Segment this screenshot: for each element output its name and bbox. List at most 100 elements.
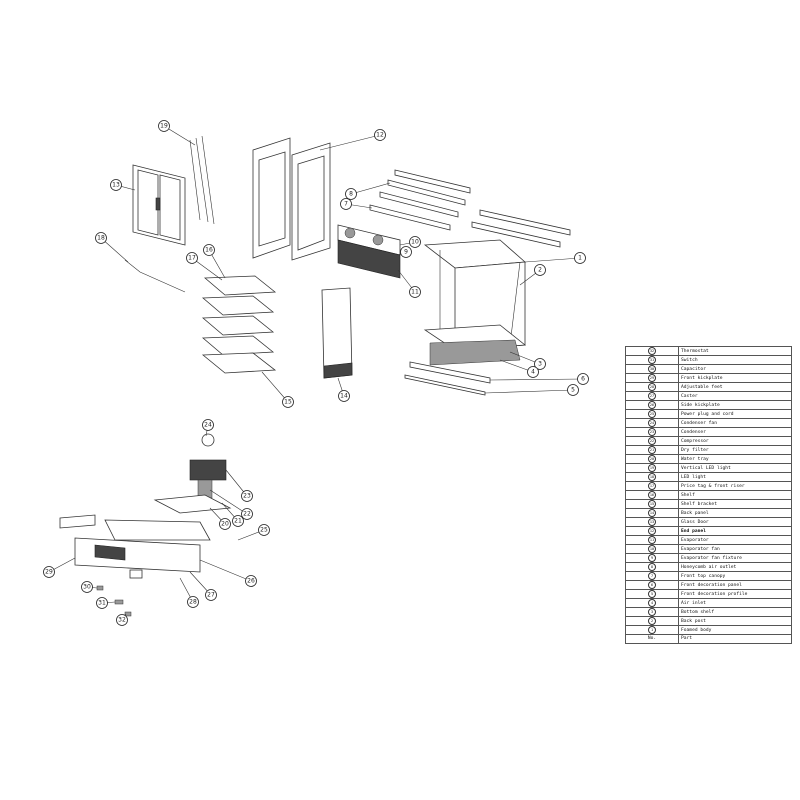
part-number-circle: 7 (648, 572, 656, 580)
part-number: 25 (625, 409, 679, 419)
part-number-circle: 24 (648, 419, 656, 427)
part-number: 30 (625, 364, 679, 374)
part-number: 9 (625, 553, 679, 563)
shelves (201, 275, 277, 374)
part-name: Air inlet (678, 598, 792, 608)
callout-number: 19 (160, 123, 168, 130)
callout-number: 9 (404, 249, 408, 256)
callout-circle (187, 596, 199, 608)
part-number-circle: 27 (648, 392, 656, 400)
callout-9: 9 (397, 246, 412, 258)
part-number: 19 (625, 463, 679, 473)
part-name: Shelf bracket (678, 499, 792, 509)
callout-7: 7 (340, 198, 373, 210)
callout-leader-line (209, 489, 248, 515)
led-light (124, 259, 186, 293)
vertical-led-light (189, 135, 215, 225)
part-number: 2 (625, 616, 679, 626)
part-number-circle: 23 (648, 428, 656, 436)
callout-13: 13 (110, 179, 136, 191)
part-number: 11 (625, 535, 679, 545)
part-number: 18 (625, 472, 679, 482)
part-number-circle: 31 (648, 356, 656, 364)
callout-number: 13 (112, 182, 120, 189)
callout-number: 20 (221, 521, 229, 528)
part-number-circle: 9 (648, 554, 656, 562)
part-number-circle: 21 (648, 446, 656, 454)
part-name: Capacitor (678, 364, 792, 374)
callout-leader-line (484, 389, 574, 394)
callout-circle (241, 508, 253, 520)
callout-circle (245, 575, 257, 587)
part-number-circle: 20 (648, 455, 656, 463)
callout-23: 23 (225, 469, 253, 502)
callout-number: 16 (205, 247, 213, 254)
callout-number: 25 (260, 527, 268, 534)
callout-1: 1 (524, 252, 586, 264)
callout-25: 25 (237, 524, 270, 541)
part-number: 26 (625, 400, 679, 410)
callout-circle (400, 246, 412, 258)
part-name: Evaporator (678, 535, 792, 545)
callout-number: 21 (234, 518, 242, 525)
callout-circle (96, 597, 108, 609)
part-number: 14 (625, 508, 679, 518)
callout-circle (374, 129, 386, 141)
callout-number: 32 (118, 617, 126, 624)
part-number: 22 (625, 436, 679, 446)
part-number: 7 (625, 571, 679, 581)
callout-circle (158, 120, 170, 132)
callout-number: 12 (376, 132, 384, 139)
callout-12: 12 (319, 129, 386, 151)
table-row: 24 Condenser fan (625, 418, 792, 428)
callout-6: 6 (489, 373, 589, 385)
callout-3: 3 (509, 351, 546, 370)
callout-number: 31 (98, 600, 106, 607)
table-row: 6 Front decoration panel (625, 580, 792, 590)
callout-number: 7 (344, 201, 348, 208)
callout-number: 10 (411, 239, 419, 246)
part-name: Side kickplate (678, 400, 792, 410)
callout-circle (258, 524, 270, 536)
part-name: Compressor (678, 436, 792, 446)
part-name: Bottom shelf (678, 607, 792, 617)
callout-number: 14 (340, 393, 348, 400)
part-name: Condenser fan (678, 418, 792, 428)
callout-10: 10 (399, 236, 421, 248)
callout-number: 17 (188, 255, 196, 262)
part-number: 17 (625, 481, 679, 491)
part-number: 29 (625, 373, 679, 383)
header-part: Part (678, 634, 792, 644)
callout-circle (95, 232, 107, 244)
part-number: 13 (625, 517, 679, 527)
callout-circle (232, 515, 244, 527)
part-name: Front decoration panel (678, 580, 792, 590)
canopy-rails (369, 169, 571, 248)
callout-leader-line (261, 371, 289, 403)
part-number-circle: 12 (648, 527, 656, 535)
callout-circle (43, 566, 55, 578)
part-number-circle: 28 (648, 383, 656, 391)
callout-circle (282, 396, 294, 408)
callout-circle (203, 244, 215, 256)
part-number-circle: 16 (648, 491, 656, 499)
callout-circle (110, 179, 122, 191)
part-number-circle: 6 (648, 581, 656, 589)
callout-32: 32 (116, 613, 128, 626)
